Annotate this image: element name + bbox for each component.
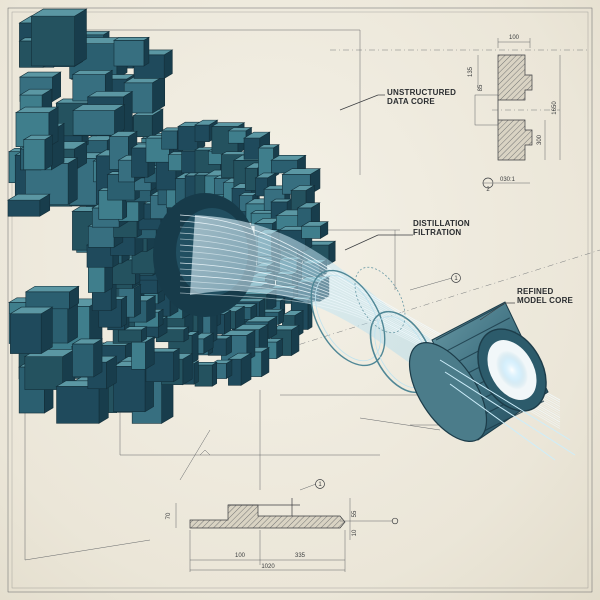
detail-top-scale-note: 030:1 — [500, 177, 516, 183]
data-block — [193, 361, 218, 387]
detail-top-dim-c: 1650 — [552, 101, 558, 115]
filtration-rings — [310, 266, 435, 394]
callout-unstructured: UNSTRUCTURED DATA CORE — [339, 88, 456, 111]
callout-distillation: DISTILLATION FILTRATION — [344, 219, 470, 251]
callout-refined-line2: MODEL CORE — [517, 296, 574, 305]
callout-unstructured-line1: UNSTRUCTURED — [387, 88, 456, 97]
page-border-inner — [11, 11, 589, 589]
detail-bottom-marker: 1 — [318, 482, 322, 488]
detail-top-dim-b: 85 — [478, 84, 484, 91]
detail-top-scale-marker: 2 — [486, 187, 490, 193]
refined-model-core — [408, 301, 576, 461]
detail-bottom-dim-right2: 10 — [352, 529, 358, 536]
callout-unstructured-line2: DATA CORE — [387, 97, 435, 106]
detail-drawing-top: 100 135 85 1650 300 2 030:1 — [468, 35, 561, 193]
data-block — [22, 134, 54, 171]
data-block — [71, 338, 104, 378]
data-block — [9, 306, 54, 355]
data-block — [24, 285, 80, 310]
data-block — [72, 104, 126, 136]
balloon-middle-number: 1 — [454, 276, 458, 282]
callout-distillation-line2: FILTRATION — [413, 228, 461, 237]
balloon-marker-middle: 1 — [409, 273, 461, 291]
data-block — [300, 221, 329, 239]
detail-bottom-dim-1020: 1020 — [261, 564, 275, 570]
detail-top-width: 100 — [509, 35, 520, 41]
unstructured-data-core-blocks — [6, 8, 337, 424]
data-block — [144, 348, 181, 383]
detail-drawing-bottom: 70 1 55 10 100 335 1020 — [166, 479, 399, 572]
data-block — [55, 380, 110, 424]
callout-distillation-line1: DISTILLATION — [413, 219, 470, 228]
data-block — [6, 193, 51, 217]
data-block — [112, 36, 151, 67]
drum-ridge — [435, 303, 505, 341]
detail-bottom-dim-335: 335 — [295, 553, 306, 559]
detail-top-dim-d: 300 — [537, 134, 543, 145]
detail-bottom-dim-right: 55 — [352, 510, 358, 517]
detail-top-dim-a: 135 — [468, 66, 474, 77]
callout-refined-line1: REFINED — [517, 287, 554, 296]
callout-refined: REFINED MODEL CORE — [479, 287, 574, 321]
data-block — [30, 8, 88, 67]
detail-bottom-dim-left: 70 — [166, 512, 172, 519]
page-border — [7, 7, 593, 593]
detail-bottom-dim-100: 100 — [235, 553, 246, 559]
drum-ridge — [441, 317, 510, 355]
